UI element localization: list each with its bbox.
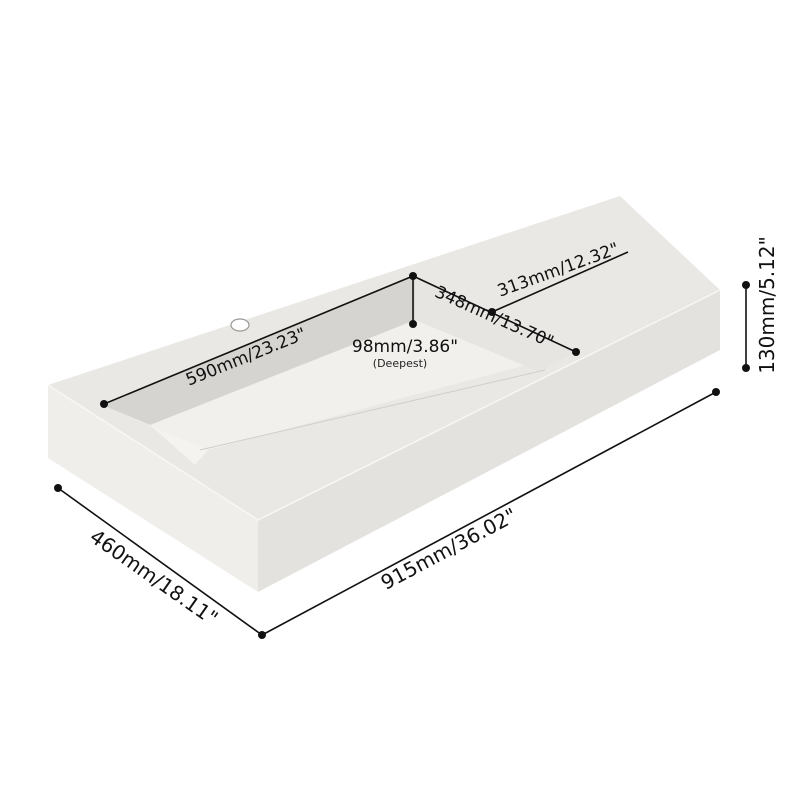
basin-drain-slot (199, 369, 546, 451)
depth-end-dot-top (54, 484, 62, 492)
basin-depth-dot-bottom (409, 320, 417, 328)
sink-body (47, 196, 721, 592)
basin-depth-label: 98mm/3.86" (352, 337, 458, 357)
basin-left-wall (102, 405, 208, 465)
width-end-dot-right (712, 388, 720, 396)
basin-depth-note: (Deepest) (373, 357, 427, 370)
faucet-hole (230, 318, 250, 332)
basin-length-dot-left (100, 400, 108, 408)
height-end-dot-bottom (742, 364, 750, 372)
deck-width-line (491, 251, 629, 313)
width-dimension-line (261, 391, 717, 636)
basin-back-wall (102, 275, 415, 425)
height-end-dot-top (742, 281, 750, 289)
sink-front-face (258, 290, 720, 592)
depth-dimension-line (57, 487, 263, 636)
basin-length-line (103, 275, 414, 405)
basin-width-dot-right (572, 348, 580, 356)
sink-left-face (48, 385, 258, 592)
dimension-lines (54, 251, 750, 639)
deck-width-dot-left (488, 308, 496, 316)
height-overall-label: 130mm/5.12" (755, 236, 779, 374)
sink-top-edge (47, 289, 721, 521)
basin-right-wall (415, 275, 575, 372)
